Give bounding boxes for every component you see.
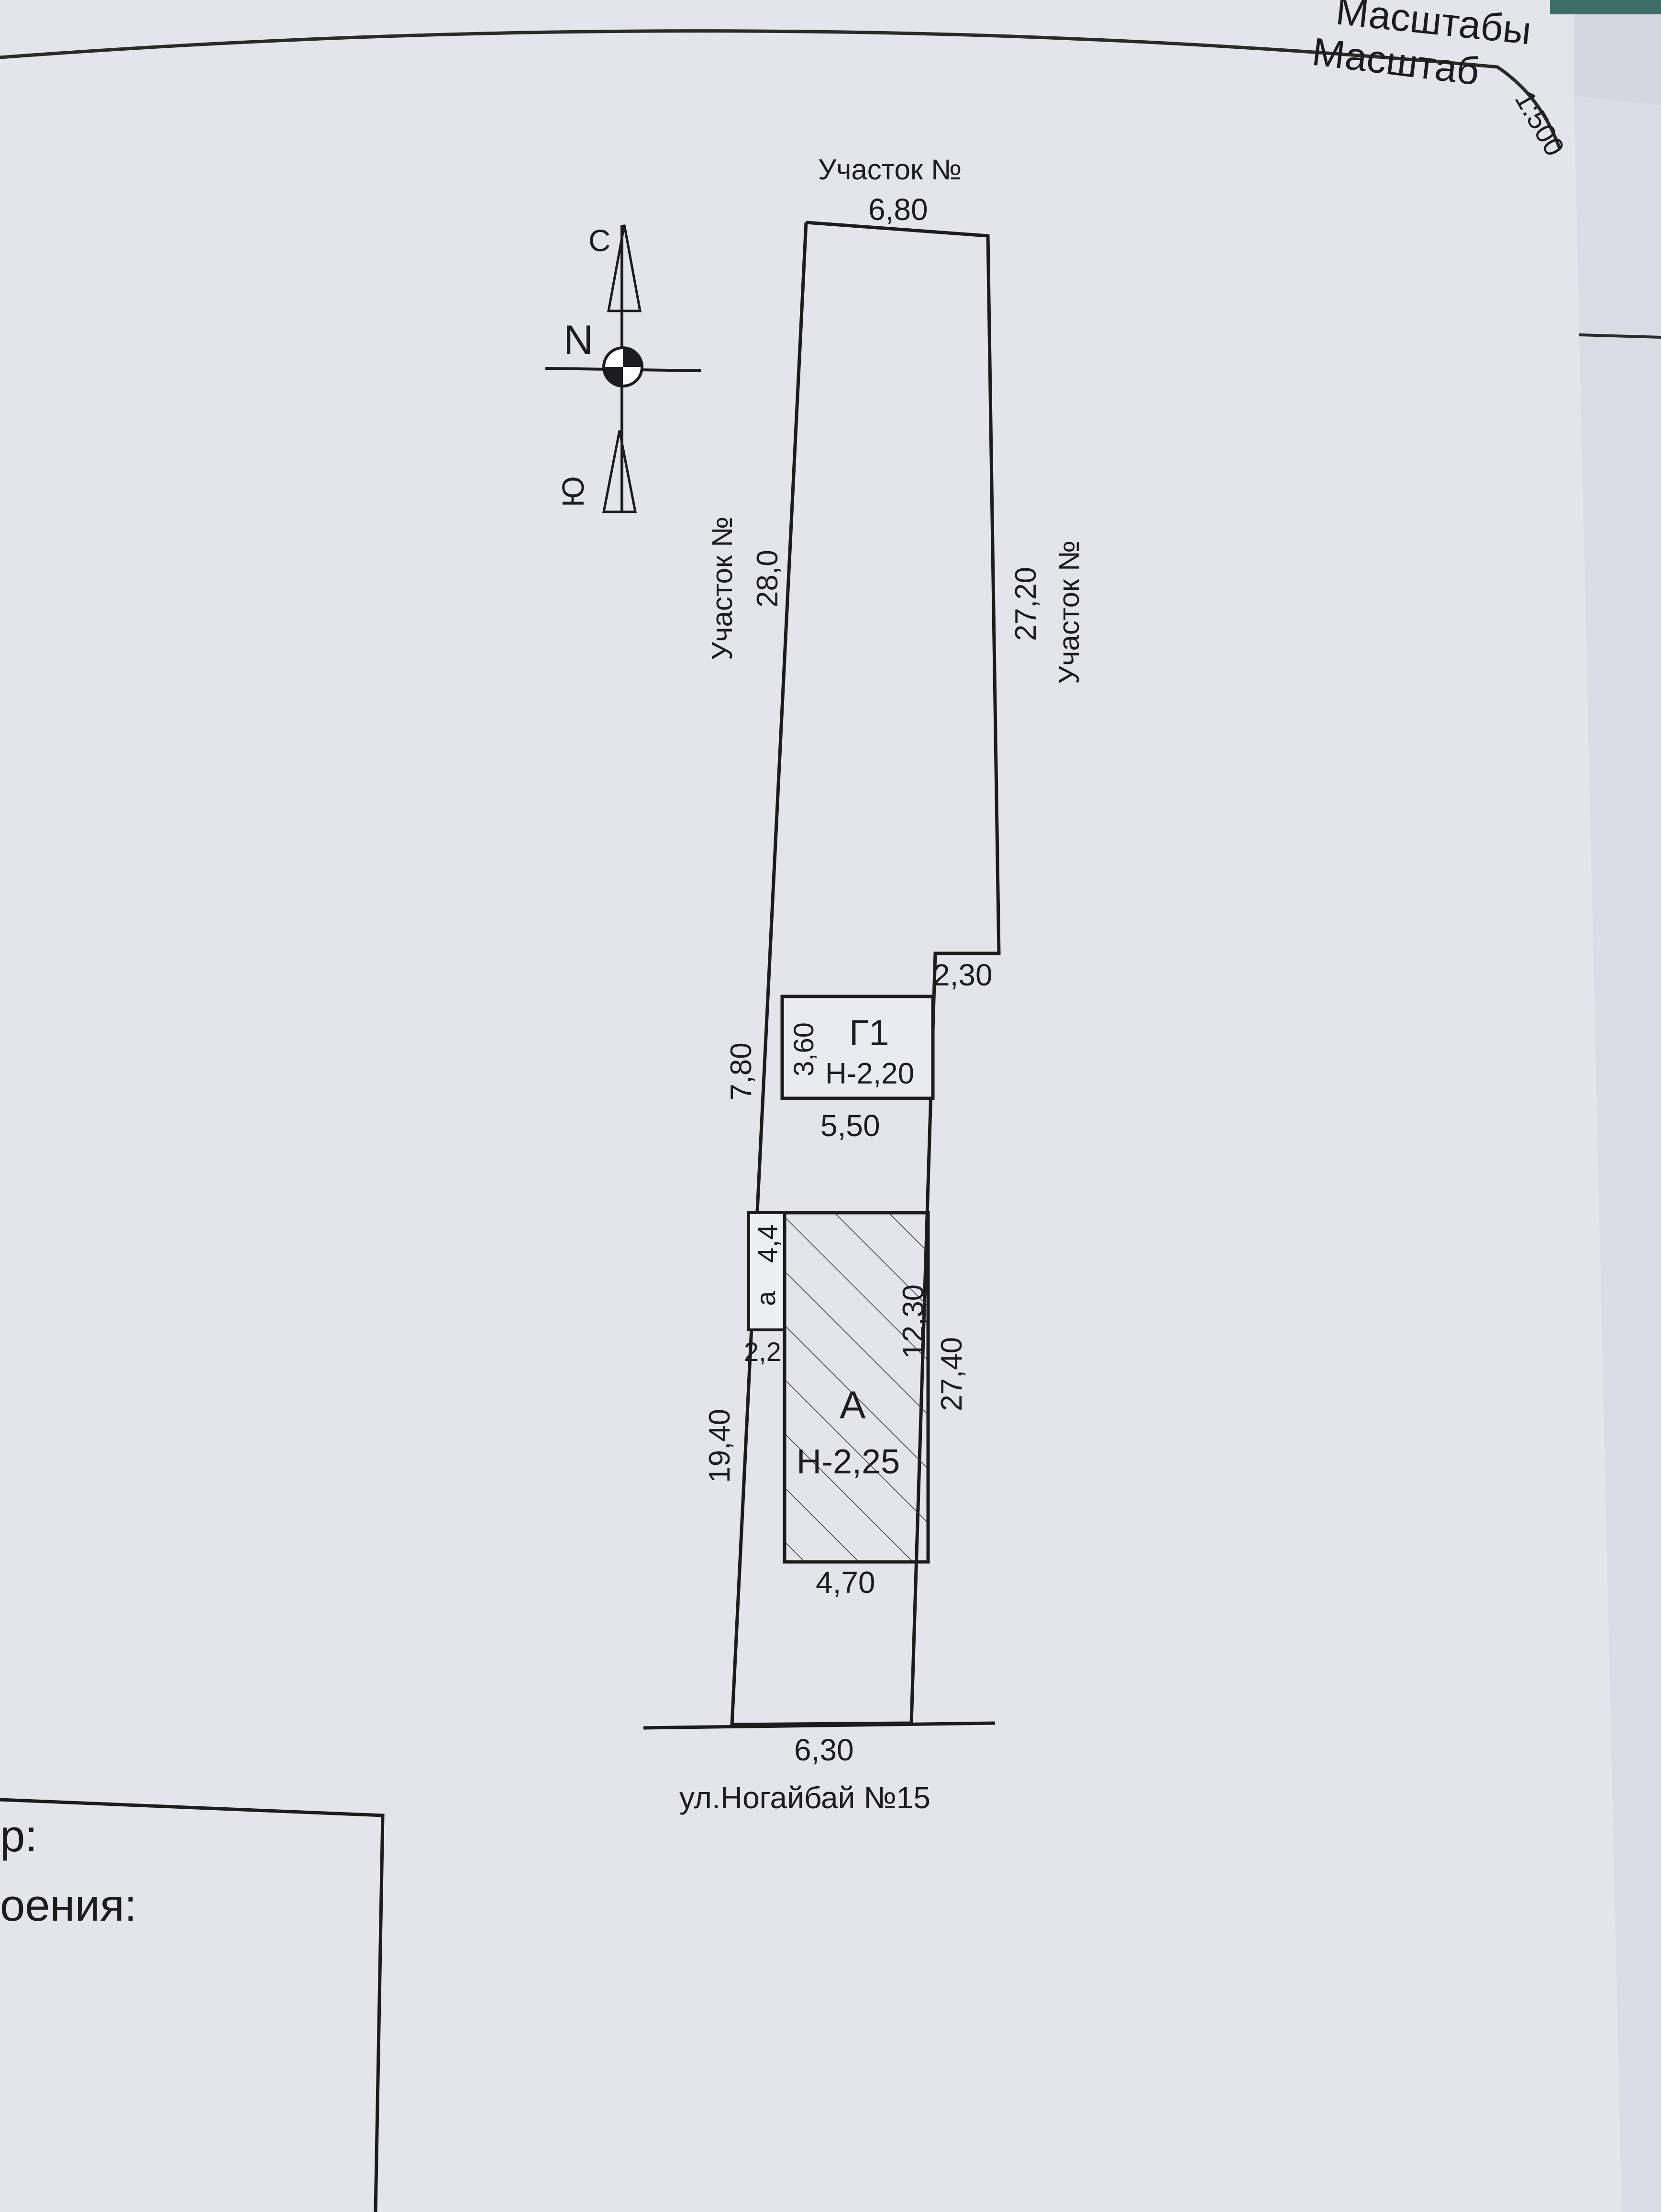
annex-label: а (751, 1291, 781, 1306)
underlayer-line (1578, 333, 1661, 339)
north-arrow-icon (607, 224, 642, 312)
dim-right-lower: 27,40 (935, 1337, 968, 1411)
side-box (0, 1798, 385, 2212)
compass-n-letter: N (564, 317, 593, 363)
dim-step: 2,30 (933, 958, 993, 992)
street-line (643, 1721, 996, 1730)
compass-south-letter: Ю (556, 476, 590, 507)
house-height: Н-2,25 (797, 1443, 900, 1481)
corner-object (1550, 0, 1661, 14)
plot-boundary (730, 221, 1001, 1726)
side-box-line1: р: (0, 1811, 37, 1861)
compass: С Ю N (545, 223, 701, 513)
left-neighbor-label: Участок № (706, 517, 738, 660)
house-a (783, 1211, 930, 1564)
annex-width: 2,2 (744, 1337, 781, 1367)
garage-label: Г1 (849, 1013, 889, 1053)
dim-top: 6,80 (868, 192, 928, 227)
house-width: 4,70 (816, 1565, 875, 1600)
right-neighbor-label: Участок № (1053, 541, 1085, 684)
house-length: 12,30 (897, 1284, 930, 1359)
annex-a (747, 1211, 786, 1331)
dim-right-upper: 27,20 (1009, 567, 1042, 641)
paper-sheet (0, 0, 1622, 2212)
garage-height: Н-2,20 (825, 1057, 914, 1090)
dim-left-upper: 28,0 (751, 550, 784, 608)
side-box-line2: оения: (0, 1880, 137, 1930)
annex-length: 4,4 (753, 1224, 784, 1263)
paper-underlayer (1574, 96, 1661, 2212)
garage-width: 5,50 (820, 1108, 880, 1143)
garage-g1 (780, 995, 935, 1100)
dim-bottom: 6,30 (794, 1733, 854, 1767)
house-label: А (840, 1383, 866, 1427)
page-border-line (0, 29, 1561, 149)
dim-left-middle: 7,80 (725, 1042, 758, 1100)
dim-left-lower: 19,40 (703, 1409, 736, 1483)
south-arrow-icon (602, 430, 637, 513)
garage-side: 3,60 (788, 1022, 819, 1076)
compass-north-letter: С (588, 223, 610, 258)
top-neighbor-label: Участок № (818, 154, 962, 186)
street-label: ул.Ногайбай №15 (679, 1781, 930, 1815)
